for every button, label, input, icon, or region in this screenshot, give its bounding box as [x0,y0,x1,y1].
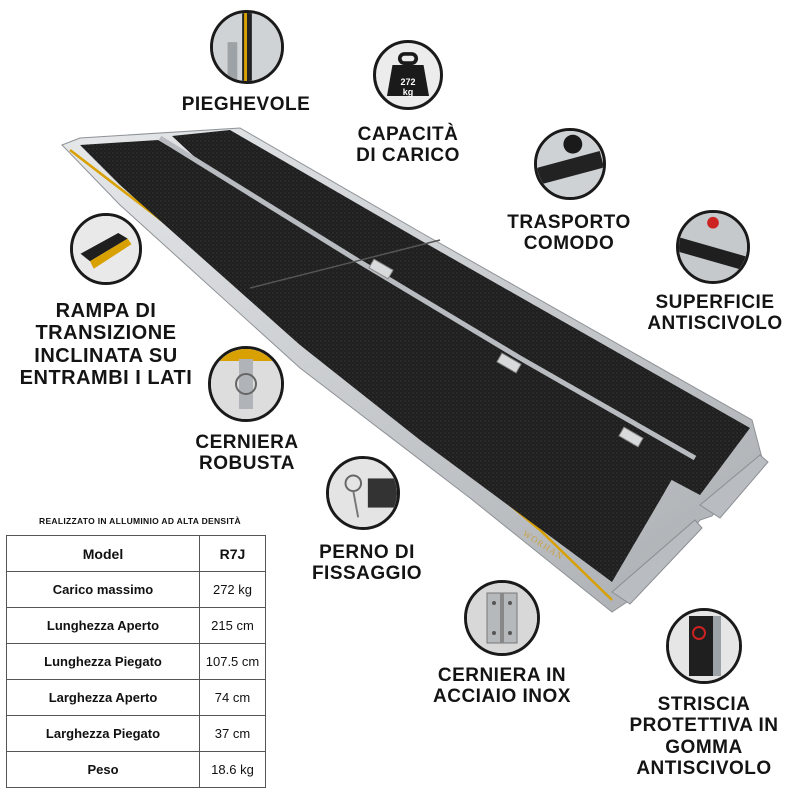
spec-header-value: R7J [199,535,266,572]
weight-icon [373,40,443,110]
spec-value: 18.6 kg [199,751,266,788]
spec-value: 74 cm [199,679,266,716]
table-row: Lunghezza Piegato 107.5 cm [6,643,266,680]
spec-key: Larghezza Piegato [6,715,200,752]
folding-icon [210,10,284,84]
label-cerniera: CERNIERA ROBUSTA [195,432,299,475]
stainless-hinge-icon [464,580,540,656]
label-rampa: RAMPA DI TRANSIZIONE INCLINATA SU ENTRAM… [19,300,193,390]
spec-key: Lunghezza Aperto [6,607,200,644]
table-row: Peso 18.6 kg [6,751,266,788]
locking-pin-icon [326,456,400,530]
transition-plate-left [611,519,703,605]
hinge-plate [368,258,394,280]
spec-header-key: Model [6,535,200,572]
transition-plate-right [699,454,769,519]
hinge-icon [208,346,284,422]
spec-value: 37 cm [199,715,266,752]
label-perno: PERNO DI FISSAGGIO [311,542,423,585]
ramp-mat-left [80,140,690,582]
spec-key: Peso [6,751,200,788]
table-row: Lunghezza Aperto 215 cm [6,607,266,644]
spec-caption: REALIZZATO IN ALLUMINIO AD ALTA DENSITÀ [39,516,241,526]
spec-key: Larghezza Aperto [6,679,200,716]
weight-unit: kg [402,87,414,97]
transition-ramp-icon [70,213,142,285]
hinge-plate [496,352,522,374]
ramp-mat-right [172,130,750,495]
rubber-strip-icon [666,608,742,684]
label-striscia: STRISCIA PROTETTIVA IN GOMMA ANTISCIVOLO [629,694,779,779]
spec-key: Carico massimo [6,571,200,608]
spec-header-row: Model R7J [6,535,266,572]
label-pieghevole: PIEGHEVOLE [181,94,311,115]
label-trasporto: TRASPORTO COMODO [507,212,631,255]
spec-value: 107.5 cm [199,643,266,680]
table-row: Larghezza Piegato 37 cm [6,715,266,752]
spec-value: 272 kg [199,571,266,608]
table-row: Larghezza Aperto 74 cm [6,679,266,716]
label-superficie: SUPERFICIE ANTISCIVOLO [647,292,783,335]
spec-key: Lunghezza Piegato [6,643,200,680]
ramp-fold-line [249,239,441,289]
anti-slip-surface-icon [676,210,750,284]
spec-value: 215 cm [199,607,266,644]
carry-handle-icon [534,128,606,200]
weight-value: 272 [400,77,416,87]
ramp-center-hinge [158,135,697,461]
table-row: Carico massimo 272 kg [6,571,266,608]
hinge-plate [618,426,644,448]
label-cerniera-inox: CERNIERA IN ACCIAIO INOX [433,665,571,708]
label-capacita: CAPACITÀ DI CARICO [356,124,460,167]
spec-table: Model R7J Carico massimo 272 kg Lunghezz… [6,535,266,788]
